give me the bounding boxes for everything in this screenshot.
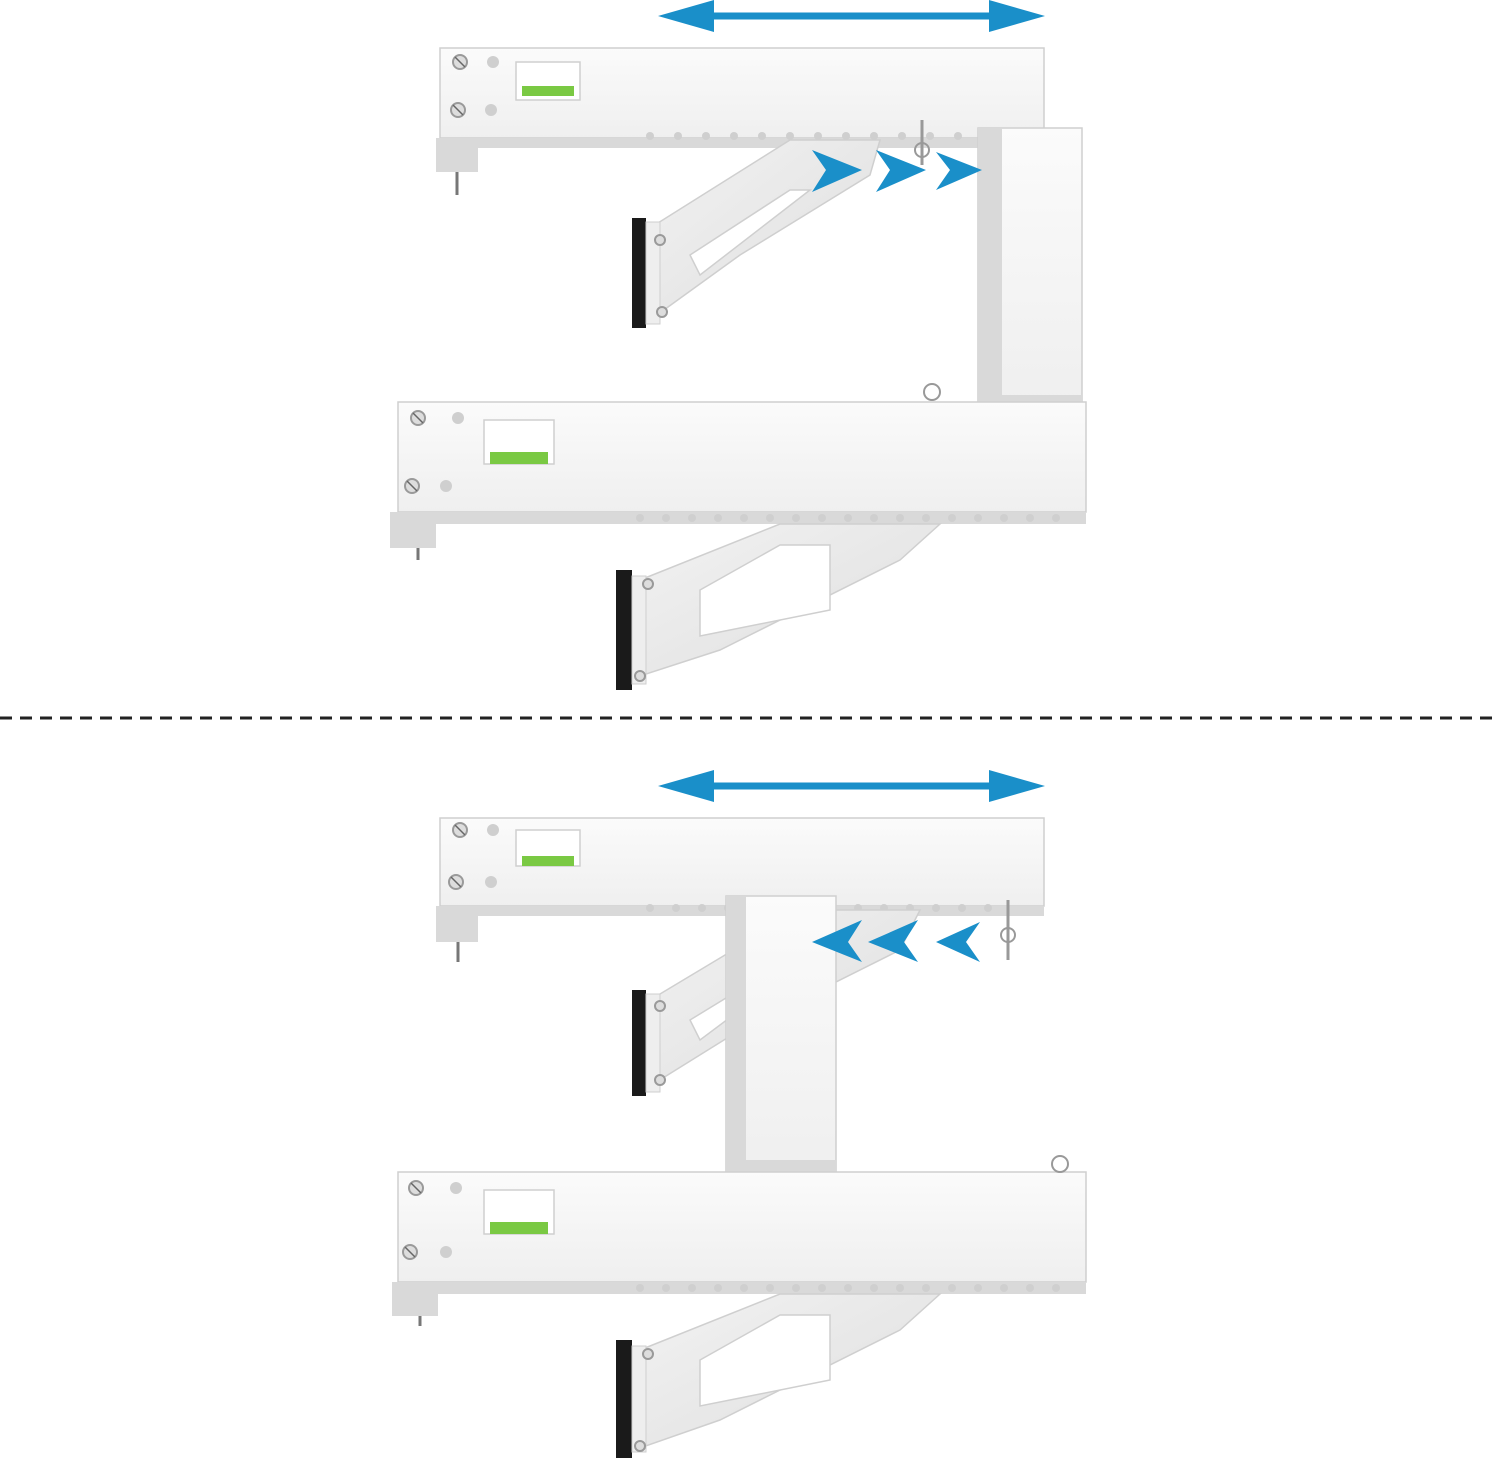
adjustment-hole bbox=[730, 132, 738, 140]
adjustment-hole bbox=[636, 514, 644, 522]
mount-screw-icon bbox=[408, 1180, 424, 1196]
adjustment-hole bbox=[766, 1284, 774, 1292]
lower-bracket-bar bbox=[390, 383, 1087, 560]
adjustment-hole bbox=[842, 132, 850, 140]
lower-support-arm bbox=[616, 523, 942, 690]
adjustment-hole bbox=[646, 904, 654, 912]
adjustment-hole bbox=[786, 132, 794, 140]
adjustment-hole bbox=[646, 132, 654, 140]
adjustment-hole bbox=[844, 1284, 852, 1292]
chevron-right-icon bbox=[936, 152, 982, 190]
adjustment-hole bbox=[814, 132, 822, 140]
adjustment-hole bbox=[662, 1284, 670, 1292]
adjustment-hole bbox=[898, 132, 906, 140]
mount-screw-icon bbox=[452, 54, 468, 70]
adjustment-hole bbox=[958, 904, 966, 912]
mount-screw-icon bbox=[452, 822, 468, 838]
adjustment-hole bbox=[948, 514, 956, 522]
adjustment-holes bbox=[636, 514, 1060, 522]
adjustment-hole bbox=[1026, 514, 1034, 522]
double-arrow-icon bbox=[658, 0, 1045, 32]
adjustment-hole bbox=[844, 514, 852, 522]
rubber-foot-pad bbox=[616, 1340, 647, 1458]
adjustment-hole bbox=[896, 514, 904, 522]
lower-support-arm bbox=[616, 1293, 942, 1458]
locking-pin-icon bbox=[923, 383, 941, 401]
adjustment-hole bbox=[662, 514, 670, 522]
mount-screw-icon bbox=[402, 1244, 418, 1260]
upper-bracket-bar bbox=[436, 817, 1045, 962]
adjustment-hole bbox=[688, 1284, 696, 1292]
mount-screw-icon bbox=[410, 410, 426, 426]
upper-bracket-bar bbox=[436, 47, 1045, 195]
adjustment-hole bbox=[1000, 1284, 1008, 1292]
double-arrow-icon bbox=[658, 770, 1045, 802]
connector-bar bbox=[977, 127, 1083, 407]
retracted-panel bbox=[392, 770, 1087, 1458]
window-clamp bbox=[392, 1282, 438, 1326]
connector-bar bbox=[725, 895, 837, 1175]
adjustment-hole bbox=[896, 1284, 904, 1292]
adjustment-hole bbox=[674, 132, 682, 140]
chevron-left-icon bbox=[812, 920, 862, 962]
adjustment-hole bbox=[922, 1284, 930, 1292]
adjustment-hole bbox=[792, 514, 800, 522]
adjustment-hole bbox=[672, 904, 680, 912]
window-clamp bbox=[436, 906, 478, 962]
spirit-level-icon bbox=[483, 419, 555, 465]
adjustment-hole bbox=[758, 132, 766, 140]
mount-screw-icon bbox=[404, 478, 420, 494]
rubber-foot-pad bbox=[632, 218, 661, 328]
spirit-level-icon bbox=[515, 61, 581, 101]
adjustment-hole bbox=[688, 514, 696, 522]
adjustment-hole bbox=[974, 1284, 982, 1292]
mount-screw-icon bbox=[448, 874, 464, 890]
chevron-right-icon bbox=[876, 150, 926, 192]
spirit-level-icon bbox=[483, 1189, 555, 1235]
lower-bracket-bar bbox=[392, 1155, 1087, 1326]
adjustment-hole bbox=[698, 904, 706, 912]
adjustment-holes bbox=[636, 1284, 1060, 1292]
locking-pin-icon bbox=[1000, 900, 1016, 960]
adjustment-hole bbox=[702, 132, 710, 140]
adjustment-hole bbox=[948, 1284, 956, 1292]
adjustment-hole bbox=[740, 514, 748, 522]
adjustment-hole bbox=[740, 1284, 748, 1292]
adjustment-hole bbox=[926, 132, 934, 140]
adjustment-hole bbox=[636, 1284, 644, 1292]
adjustment-hole bbox=[1052, 514, 1060, 522]
adjustment-hole bbox=[974, 514, 982, 522]
adjustment-hole bbox=[870, 132, 878, 140]
adjustment-hole bbox=[818, 1284, 826, 1292]
window-clamp bbox=[390, 512, 436, 560]
adjustment-hole bbox=[714, 1284, 722, 1292]
adjustment-holes bbox=[646, 132, 990, 140]
adjustment-hole bbox=[932, 904, 940, 912]
adjustment-hole bbox=[870, 1284, 878, 1292]
adjustment-hole bbox=[1052, 1284, 1060, 1292]
adjustment-hole bbox=[714, 514, 722, 522]
rubber-foot-pad bbox=[616, 570, 647, 690]
adjustment-hole bbox=[1026, 1284, 1034, 1292]
rubber-foot-pad bbox=[632, 990, 661, 1096]
adjustment-hole bbox=[922, 514, 930, 522]
window-clamp bbox=[436, 138, 478, 195]
mount-screw-icon bbox=[450, 102, 466, 118]
adjustment-hole bbox=[1000, 514, 1008, 522]
chevron-left-icon bbox=[936, 922, 980, 962]
adjustment-hole bbox=[870, 514, 878, 522]
extended-panel bbox=[390, 0, 1087, 690]
adjustment-hole bbox=[818, 514, 826, 522]
spirit-level-icon bbox=[515, 829, 581, 867]
chevron-left-icon bbox=[868, 920, 918, 962]
adjustment-hole bbox=[984, 904, 992, 912]
adjustment-hole bbox=[766, 514, 774, 522]
adjustment-hole bbox=[954, 132, 962, 140]
chevron-right-icon bbox=[812, 150, 862, 192]
locking-pin-icon bbox=[1051, 1155, 1069, 1173]
locking-pin-icon bbox=[914, 120, 930, 165]
adjustment-hole bbox=[792, 1284, 800, 1292]
